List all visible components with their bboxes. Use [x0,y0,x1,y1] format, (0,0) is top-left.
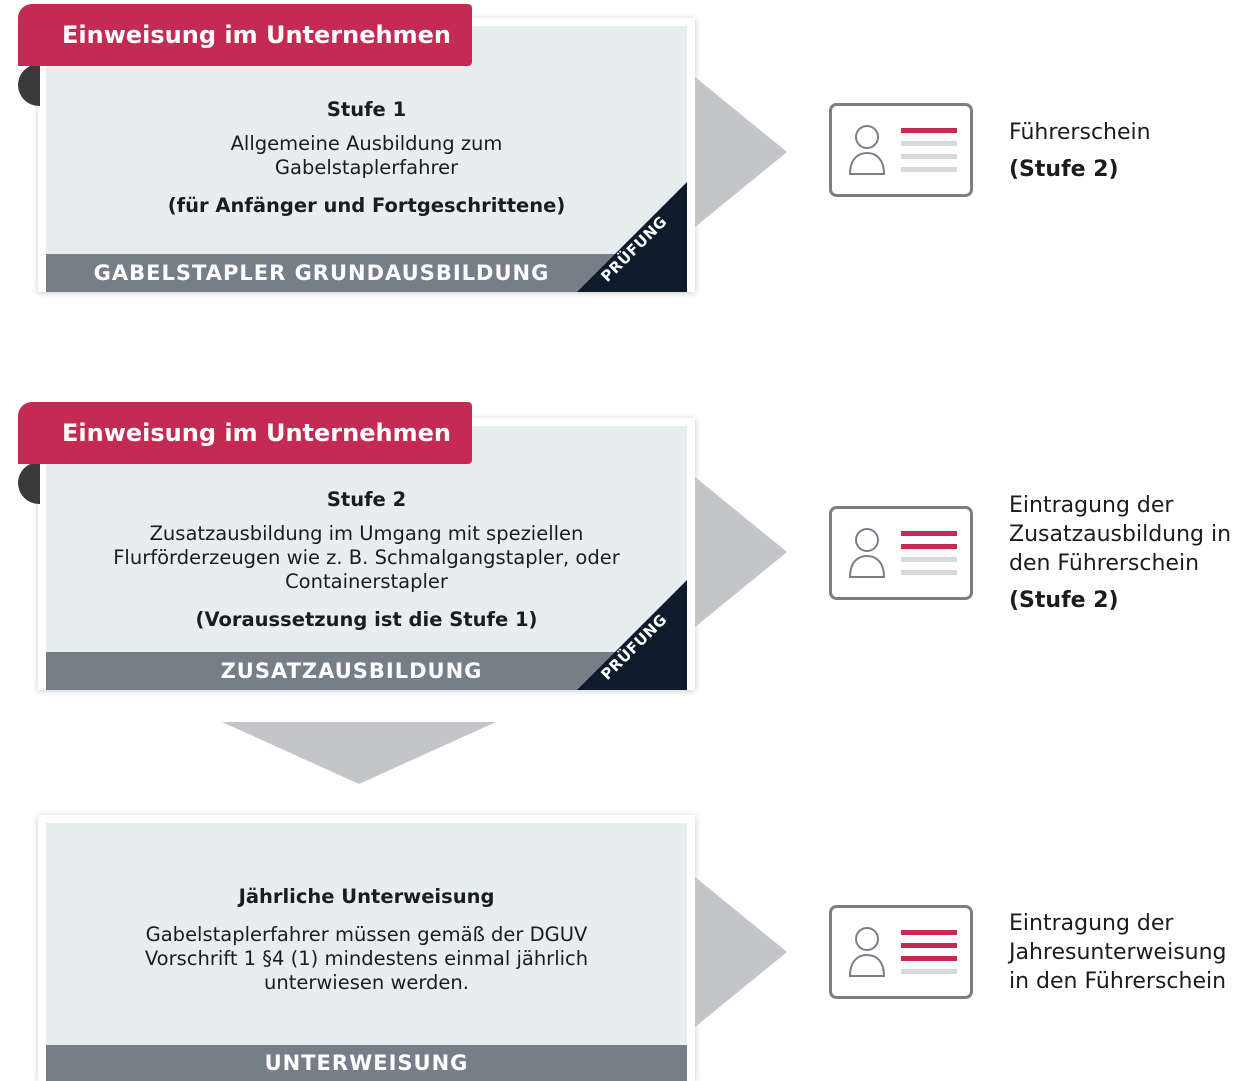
stage-2-heading: Stufe 2 [326,488,407,511]
stage-1-body: Stufe 1 Allgemeine Ausbildung zum Gabels… [66,98,667,218]
stage-3-heading: Jährliche Unterweisung [238,885,495,908]
stage-1-ribbon-fold [18,64,40,106]
stage-2-license-label: Eintragung der Zusatzausbildung in den F… [1009,491,1241,615]
stage-1-license-text: Führerschein [1009,120,1151,145]
stage-2-ribbon-fold [18,462,40,504]
stage-2-license-note: (Stufe 2) [1009,588,1119,613]
stage-3-panel: Jährliche Unterweisung Gabelstaplerfahre… [46,823,687,1081]
arrow-down [222,722,496,784]
stage-2-ribbon-title: Einweisung im Unternehmen [18,402,472,464]
stage-2-body: Stufe 2 Zusatzausbildung im Umgang mit s… [66,488,667,632]
stage-2-panel: Stufe 2 Zusatzausbildung im Umgang mit s… [46,426,687,690]
stage-1-license-icon [829,103,973,197]
stage-3-bar: UNTERWEISUNG [46,1045,687,1081]
stage-3-arrow-right [695,877,787,1027]
stage-1-exam-corner [577,182,687,292]
stage-1-description: Allgemeine Ausbildung zum Gabelstaplerfa… [230,132,503,179]
stage-2-bar: ZUSATZAUSBILDUNG [46,652,687,690]
stage-3-bar-label: UNTERWEISUNG [264,1051,469,1075]
stage-1-bar-label: GABELSTAPLER GRUNDAUSBILDUNG [93,261,550,285]
stage-2-bar-label: ZUSATZAUSBILDUNG [220,659,483,683]
stage-1-bar: GABELSTAPLER GRUNDAUSBILDUNG [46,254,687,292]
stage-1-ribbon-title: Einweisung im Unternehmen [18,4,472,66]
stage-3-description: Gabelstaplerfahrer müssen gemäß der DGUV… [144,923,589,994]
stage-3-body: Jährliche Unterweisung Gabelstaplerfahre… [66,885,667,995]
stage-2-description: Zusatzausbildung im Umgang mit spezielle… [113,522,620,593]
stage-2-ribbon: Einweisung im Unternehmen [18,402,472,504]
stage-3-card: Jährliche Unterweisung Gabelstaplerfahre… [38,815,695,1081]
stage-1-license-label: Führerschein (Stufe 2) [1009,118,1151,184]
stage-2-exam-corner [577,580,687,690]
stage-1-panel: Stufe 1 Allgemeine Ausbildung zum Gabels… [46,26,687,292]
stage-2-license-icon [829,506,973,600]
stage-1-note: (für Anfänger und Fortgeschrittene) [167,194,566,217]
stage-2-license-text: Eintragung der Zusatzausbildung in den F… [1009,493,1232,576]
stage-2-arrow-right [695,477,787,627]
stage-1-heading: Stufe 1 [326,98,407,121]
stage-1-ribbon: Einweisung im Unternehmen [18,4,472,106]
stage-3-license-label: Eintragung der Jahresunterweisung in den… [1009,909,1245,996]
stage-3-license-text: Eintragung der Jahresunterweisung in den… [1009,911,1227,994]
stage-1-arrow-right [695,77,787,227]
stage-1-license-note: (Stufe 2) [1009,157,1119,182]
stage-3-license-icon [829,905,973,999]
stage-2-note: (Voraussetzung ist die Stufe 1) [195,608,538,631]
